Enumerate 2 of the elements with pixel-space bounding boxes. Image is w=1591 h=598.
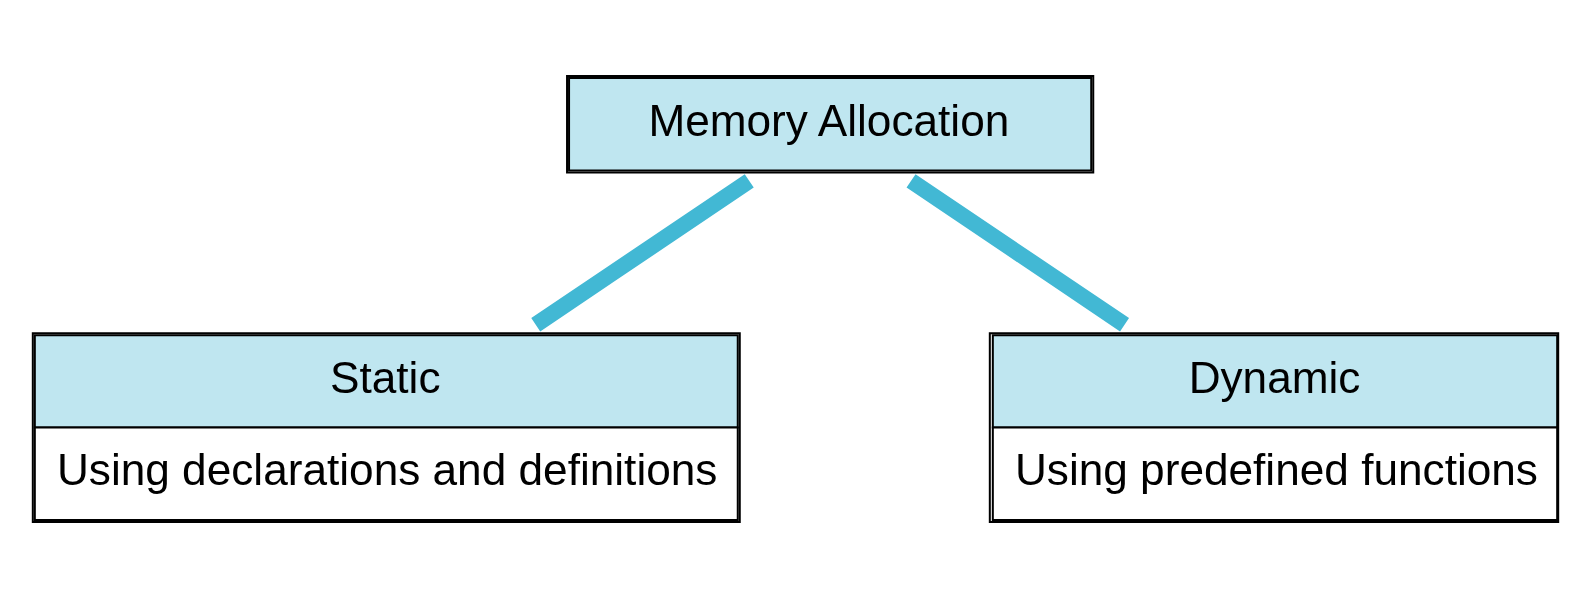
connector [531,174,754,332]
connector [906,174,1130,332]
